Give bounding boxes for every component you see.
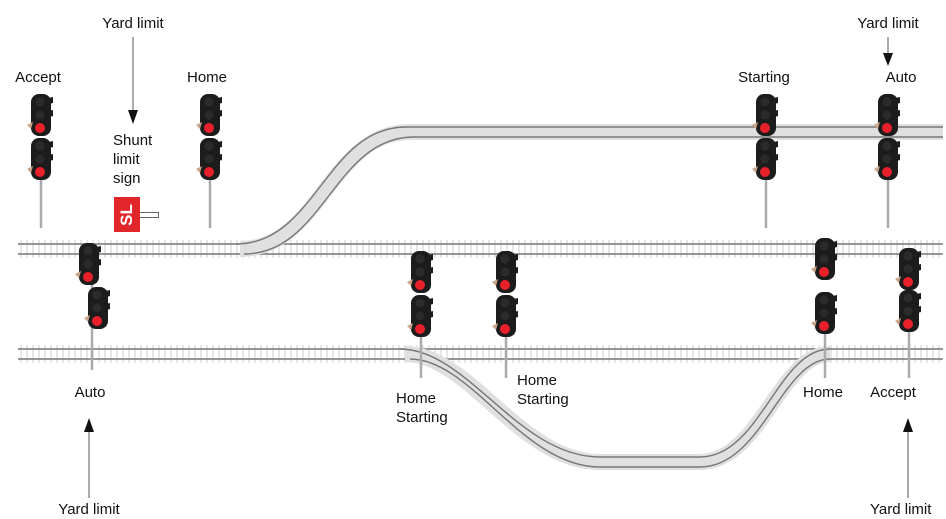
signal-accept-left [27,94,53,228]
tracks [18,124,943,470]
signal-accept-right [895,248,921,378]
label-home-starting-1: Home Starting [396,390,448,426]
signal-auto-top-right [874,94,900,228]
track-lower-line [18,345,943,363]
shunt-limit-sign: SL [114,197,140,232]
signal-home-right [811,238,837,378]
label-home-starting-2: Home Starting [517,372,569,408]
label-starting-top: Starting [738,69,790,86]
arrow-yard-limit-top-right [883,37,893,66]
signal-auto-bottom-left [75,243,110,370]
label-auto-bottom-left: Auto [74,384,106,401]
label-yard-limit-bottom-right: Yard limit [870,501,932,518]
signals [27,94,921,378]
signal-starting-top [752,94,778,228]
shunt-limit-sign-text: SL [116,204,136,226]
arrow-yard-limit-top-left [128,37,138,124]
track-upper-siding [235,124,943,257]
label-auto-top-right: Auto [885,69,917,86]
arrow-yard-limit-bottom-right [903,418,913,498]
label-accept-right: Accept [870,384,916,401]
label-yard-limit-top-right: Yard limit [857,15,919,32]
arrows [84,37,913,498]
label-yard-limit-top-left: Yard limit [102,15,164,32]
arrow-yard-limit-bottom-left [84,418,94,498]
label-accept-left: Accept [15,69,61,86]
label-home-right: Home [802,384,844,401]
label-home-left: Home [186,69,228,86]
signal-home-starting-2 [492,251,518,378]
signal-home-starting-1 [407,251,433,378]
label-shunt-limit-sign: Shunt limit sign [113,132,153,187]
track-main-line [18,240,943,258]
shunt-limit-sign-post [140,212,159,218]
label-yard-limit-bottom-left: Yard limit [58,501,120,518]
track-lower-loop [399,346,832,470]
signal-home-left [196,94,222,228]
